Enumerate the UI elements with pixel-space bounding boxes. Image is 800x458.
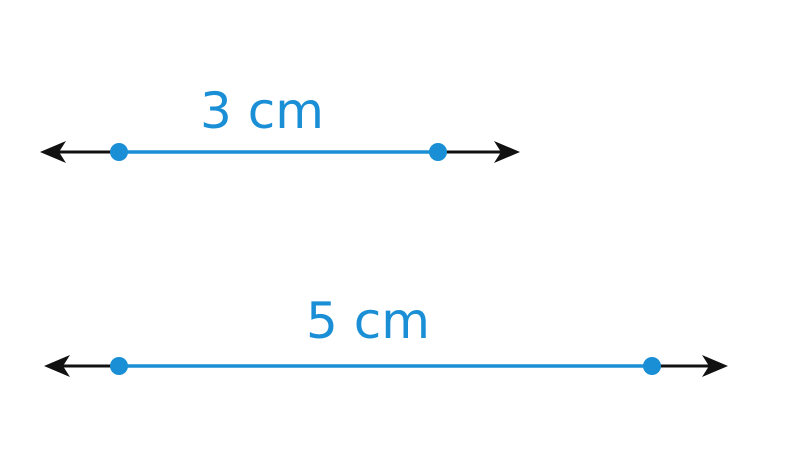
- segment-label-1: 3 cm: [200, 82, 324, 140]
- endpoint-2b: [643, 357, 661, 375]
- endpoint-1b: [429, 143, 447, 161]
- arrowhead-left-2: [44, 355, 70, 377]
- segment-group-5cm: 5 cm: [44, 292, 728, 377]
- arrowhead-right-2: [702, 355, 728, 377]
- endpoint-2a: [110, 357, 128, 375]
- arrowhead-left-1: [40, 141, 66, 163]
- segment-group-3cm: 3 cm: [40, 82, 520, 163]
- segment-label-2: 5 cm: [306, 292, 430, 350]
- endpoint-1a: [110, 143, 128, 161]
- arrowhead-right-1: [494, 141, 520, 163]
